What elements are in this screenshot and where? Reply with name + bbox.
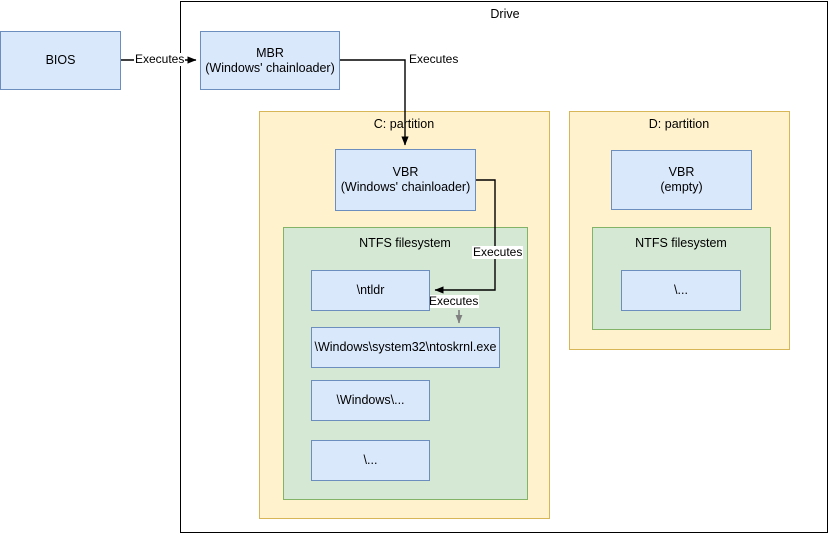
node-c-ntldr[interactable]: \ntldr	[311, 270, 430, 311]
node-c-root[interactable]: \...	[311, 440, 430, 481]
edge-label-bios-to-mbr: Executes	[134, 52, 186, 66]
node-mbr[interactable]: MBR (Windows' chainloader)	[200, 31, 340, 90]
edge-label-ntldr-to-ntoskrnl: Executes	[428, 294, 480, 308]
node-c-windows[interactable]: \Windows\...	[311, 380, 430, 421]
filesystem-c-label: NTFS filesystem	[359, 236, 451, 250]
edge-label-vbr-to-ntldr: Executes	[472, 245, 524, 259]
node-d-root[interactable]: \...	[621, 270, 741, 311]
node-d-vbr[interactable]: VBR (empty)	[611, 150, 752, 210]
node-bios[interactable]: BIOS	[0, 31, 121, 90]
drive-container	[180, 1, 828, 533]
partition-c-label: C: partition	[373, 117, 435, 131]
node-c-ntoskrnl[interactable]: \Windows\system32\ntoskrnl.exe	[311, 327, 500, 368]
partition-d-label: D: partition	[648, 117, 710, 131]
edge-label-mbr-to-vbr: Executes	[408, 52, 460, 66]
node-c-vbr[interactable]: VBR (Windows' chainloader)	[335, 149, 476, 211]
filesystem-d-label: NTFS filesystem	[635, 236, 727, 250]
drive-label: Drive	[490, 7, 520, 21]
